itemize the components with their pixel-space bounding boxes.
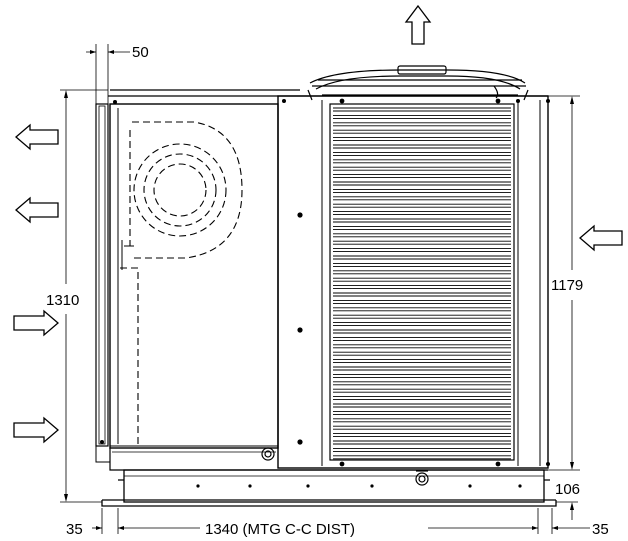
coil-louver — [333, 373, 511, 378]
coil-louver — [333, 255, 511, 260]
coil-louver — [333, 159, 511, 164]
coil-louver — [333, 396, 511, 401]
mount-distance-label: 1340 (MTG C-C DIST) — [205, 521, 355, 538]
dimension-coil-height: 1179 — [548, 95, 583, 471]
airflow-right-arrow — [13, 309, 59, 337]
coil-louver — [333, 203, 511, 208]
coil-louver — [333, 211, 511, 216]
coil-louver — [333, 277, 511, 282]
coil-louver — [333, 188, 511, 193]
coil-louver — [333, 114, 511, 119]
base-height-label: 106 — [555, 481, 580, 498]
coil-louver — [333, 314, 511, 319]
top-offset-label: 50 — [132, 44, 149, 61]
airflow-up-arrow — [404, 4, 432, 45]
coil-louver — [333, 285, 511, 290]
coil-louver — [333, 292, 511, 297]
base-rail — [101, 469, 557, 507]
dimension-top-offset: 50 — [86, 44, 149, 104]
coil-louver — [333, 129, 511, 134]
coil-height-label: 1179 — [551, 277, 583, 294]
coil-louver — [333, 322, 511, 327]
condenser-coil — [333, 107, 511, 460]
coil-louver — [333, 233, 511, 238]
airflow-left-arrow — [579, 224, 623, 252]
coil-louver — [333, 107, 511, 112]
coil-louver — [333, 425, 511, 430]
coil-louver — [333, 329, 511, 334]
coil-louver — [333, 248, 511, 253]
coil-louver — [333, 240, 511, 245]
coil-louver — [333, 299, 511, 304]
coil-louver — [333, 151, 511, 156]
airflow-right-arrow — [13, 416, 59, 444]
coil-louver — [333, 181, 511, 186]
airflow-left-arrow — [15, 123, 59, 151]
airflow-left-arrow — [15, 196, 59, 224]
coil-louver — [333, 351, 511, 356]
panel-fasteners — [100, 98, 550, 488]
blower-outline — [120, 121, 243, 444]
coil-louver — [333, 262, 511, 267]
coil-louver — [333, 403, 511, 408]
dimension-base-height: 106 — [555, 481, 580, 520]
coil-louver — [333, 307, 511, 312]
coil-louver — [333, 225, 511, 230]
drain-fitting — [261, 447, 429, 486]
coil-louver — [333, 344, 511, 349]
unit-cabinet — [95, 89, 549, 471]
coil-louver — [333, 440, 511, 445]
coil-louver — [333, 270, 511, 275]
coil-louver — [333, 447, 511, 452]
coil-louver — [333, 381, 511, 386]
coil-louver — [333, 166, 511, 171]
coil-louver — [333, 366, 511, 371]
dimension-mounting: 35 1340 (MTG C-C DIST) 35 — [66, 508, 609, 538]
coil-louver — [333, 137, 511, 142]
coil-louver — [333, 388, 511, 393]
coil-louver — [333, 122, 511, 127]
overall-height-label: 1310 — [46, 292, 79, 309]
coil-louver — [333, 196, 511, 201]
coil-louver — [333, 144, 511, 149]
coil-louver — [333, 433, 511, 438]
coil-louver — [333, 418, 511, 423]
mount-offset-left-label: 35 — [66, 521, 83, 538]
mount-offset-right-label: 35 — [592, 521, 609, 538]
condenser-coil-frame — [329, 103, 515, 461]
coil-louver — [333, 174, 511, 179]
blower-bracket — [121, 240, 134, 270]
top-fan-guard — [307, 65, 529, 101]
coil-louver — [333, 359, 511, 364]
coil-louver — [333, 218, 511, 223]
coil-louver — [333, 336, 511, 341]
coil-louver — [333, 410, 511, 415]
coil-louver — [333, 455, 511, 460]
dimension-overall-height: 1310 — [46, 89, 108, 503]
